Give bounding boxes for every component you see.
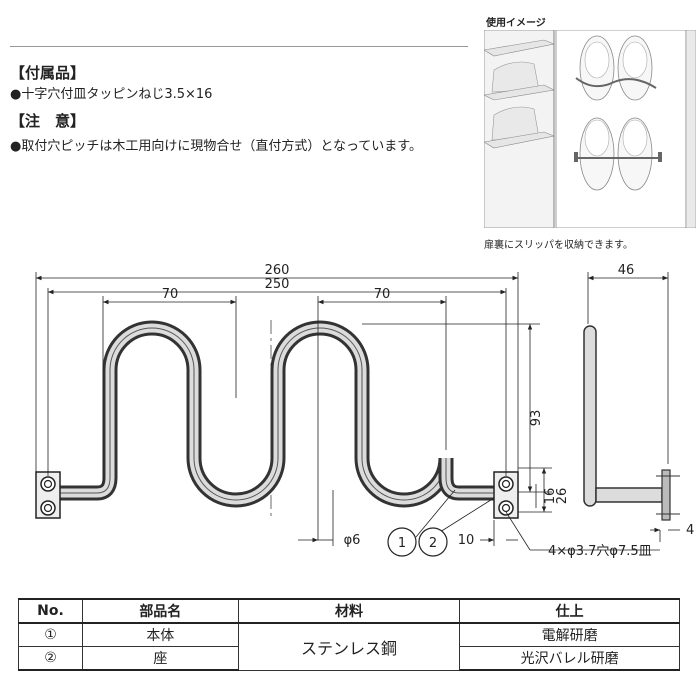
header-part-name: 部品名 [81, 598, 239, 624]
dim-phi6: φ6 [344, 533, 361, 548]
dim-70-left: 70 [162, 287, 179, 302]
header-finish: 仕上 [459, 598, 680, 624]
usage-image-title: 使用イメージ [486, 18, 546, 29]
header-no: No. [18, 598, 83, 624]
usage-image-caption: 扉裏にスリッパを収納できます。 [484, 240, 633, 251]
notes-heading: 【注 意】 [10, 112, 86, 130]
parts-table: No. 部品名 材料 仕上 ① 本体 ステンレス鋼 電解研磨 ② 座 光沢バレル… [18, 598, 680, 671]
right-mount-plate [493, 471, 519, 519]
callout-1-circle [387, 527, 417, 557]
hole-spec: 4×φ3.7穴φ7.5皿 [548, 544, 652, 559]
technical-drawing: 260 250 70 70 46 93 16 26 φ6 10 4 4×φ3.7… [35, 263, 694, 559]
accessories-item: ●十字穴付皿タッピンねじ3.5×16 [10, 87, 213, 102]
dim-10: 10 [458, 533, 475, 548]
dim-250: 250 [265, 277, 290, 292]
row-finish: 電解研磨 [459, 622, 680, 647]
header-material: 材料 [237, 598, 461, 624]
dim-93: 93 [529, 410, 544, 427]
dim-16: 16 [543, 488, 558, 505]
row-part-name: 本体 [81, 622, 239, 647]
table-row: ① 本体 ステンレス鋼 電解研磨 [18, 622, 680, 671]
dim-46: 46 [618, 263, 635, 278]
row-no: ① [18, 622, 83, 647]
callout-1: 1 [398, 536, 406, 551]
callout-2-circle [418, 527, 448, 557]
dim-4: 4 [686, 523, 694, 538]
header-divider [10, 46, 468, 47]
callout-2: 2 [429, 536, 437, 551]
usage-illustration [484, 30, 696, 228]
material-cell: ステンレス鋼 [237, 622, 461, 671]
notes-item: ●取付穴ピッチは木工用向けに現物合せ（直付方式）となっています。 [10, 139, 423, 154]
dim-260: 260 [265, 263, 290, 278]
dim-26: 26 [555, 488, 570, 505]
table-row: ② 座 光沢バレル研磨 [18, 646, 680, 671]
row-no: ② [18, 646, 83, 671]
side-view [583, 325, 680, 521]
left-mount-plate [35, 471, 61, 519]
row-finish: 光沢バレル研磨 [459, 646, 680, 671]
dim-70-right: 70 [374, 287, 391, 302]
accessories-heading: 【付属品】 [10, 64, 86, 82]
row-part-name: 座 [81, 646, 239, 671]
rod-body [60, 320, 494, 508]
